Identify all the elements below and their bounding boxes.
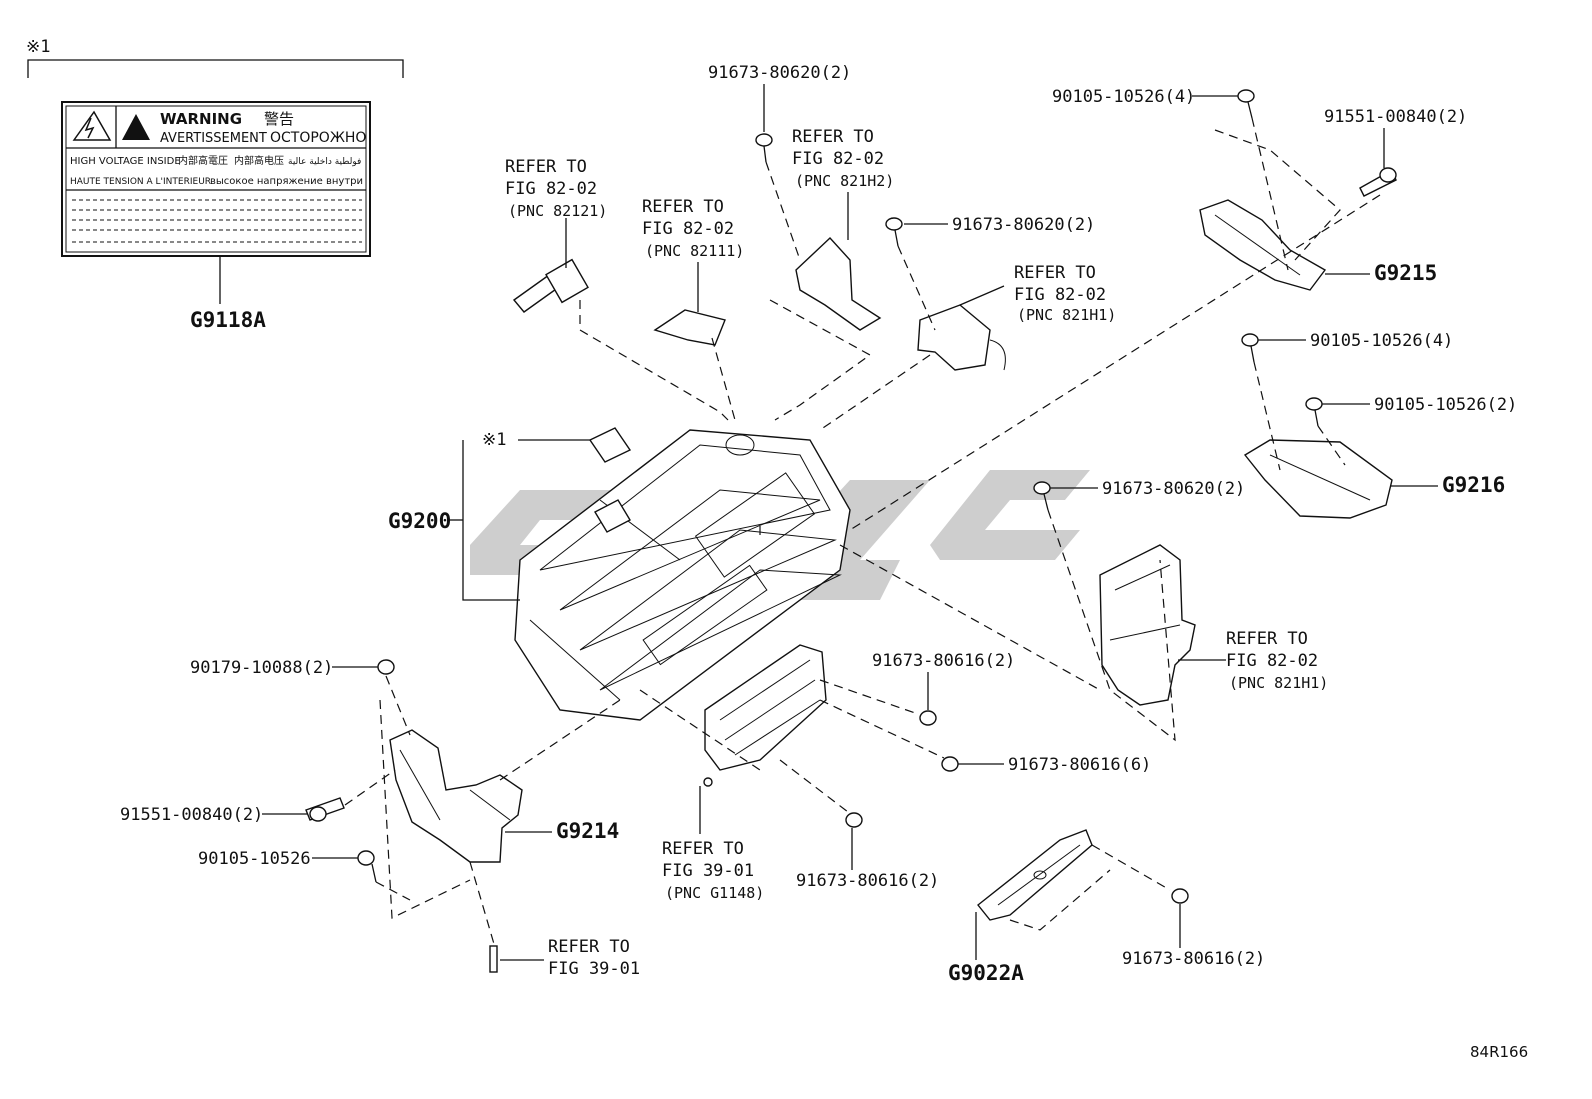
bolt-icon: [755, 133, 773, 147]
part-90105-10526-c: 90105-10526(2): [1374, 395, 1517, 415]
plate-hv-ar: فولطية داخلية عالية: [288, 157, 361, 167]
code-g9118a: G9118A: [190, 308, 266, 332]
ref-g3901-line2: FIG 39-01: [548, 959, 640, 979]
connector-821h1-upper: [885, 217, 1006, 371]
bolt-icon: [845, 812, 863, 828]
bolt-icon: [1171, 888, 1189, 904]
ref-82111-line2: FIG 82-02: [642, 219, 734, 239]
ref-82111-line3: (PNC 82111): [645, 242, 744, 260]
ref-821h1-a-line1: REFER TO: [1014, 263, 1096, 283]
ref-821h2-line2: FIG 82-02: [792, 149, 884, 169]
ref-g1148-line2: FIG 39-01: [662, 861, 754, 881]
code-g9022a: G9022A: [948, 961, 1024, 985]
terminal-board-g1148: [699, 644, 959, 834]
plate-hv-en: HIGH VOLTAGE INSIDE: [70, 156, 181, 167]
ref-82121-line3: (PNC 82121): [508, 202, 607, 220]
plate-warning-fr: AVERTISSEMENT: [160, 131, 267, 146]
code-g9216: G9216: [1442, 473, 1505, 497]
warning-label-plate: WARNING 警告 AVERTISSEMENT ОСТОРОЖНО HIGH …: [61, 101, 371, 304]
part-91673-80616-d: 91673-80616(2): [1122, 949, 1265, 969]
note-mark-inverter: ※1: [482, 430, 506, 450]
part-91673-80620-c: 91673-80620(2): [1102, 479, 1245, 499]
bracket-g9214: [305, 659, 523, 973]
plate-hv-fr: HAUTE TENSION A L'INTERIEUR: [70, 177, 211, 187]
lightning-icon: [84, 117, 95, 139]
ref-821h2-line1: REFER TO: [792, 127, 874, 147]
cover-821h1-lower: [1033, 481, 1196, 706]
code-g9214: G9214: [556, 819, 619, 843]
warning-triangle-icon: [122, 114, 150, 140]
bolt-icon: [1237, 89, 1255, 103]
ref-821h1-b-line2: FIG 82-02: [1226, 651, 1318, 671]
bolt-icon: [377, 659, 395, 675]
bolt-icon: [1033, 481, 1051, 495]
connector-82121: [512, 218, 589, 313]
note-mark: ※1: [26, 37, 50, 57]
ref-821h2-line3: (PNC 821H2): [795, 172, 894, 190]
ref-g3901-line1: REFER TO: [548, 937, 630, 957]
bracket-g9215: [1199, 89, 1397, 291]
ref-82111-line1: REFER TO: [642, 197, 724, 217]
inverter-assembly: [514, 427, 851, 721]
ref-821h1-b-line3: (PNC 821H1): [1229, 674, 1328, 692]
plate-warning-ru: ОСТОРОЖНО: [270, 130, 366, 146]
bolt-icon: [357, 850, 375, 866]
part-91673-80620-a: 91673-80620(2): [708, 63, 851, 83]
ref-821h1-a-line2: FIG 82-02: [1014, 285, 1106, 305]
bolt-icon: [1379, 167, 1397, 183]
note-bracket: ※1: [26, 37, 404, 78]
plate-warning-en: WARNING: [160, 110, 242, 128]
part-90105-10526-d: 90105-10526: [198, 849, 311, 869]
ref-821h1-a-line3: (PNC 821H1): [1017, 306, 1116, 324]
part-90105-10526-b: 90105-10526(4): [1310, 331, 1453, 351]
cover-g9022a: [975, 829, 1189, 960]
part-91551-00840-a: 91551-00840(2): [1324, 107, 1467, 127]
part-91673-80616-c: 91673-80616(2): [796, 871, 939, 891]
part-91673-80616-a: 91673-80616(2): [872, 651, 1015, 671]
part-91673-80616-b: 91673-80616(6): [1008, 755, 1151, 775]
part-91673-80620-b: 91673-80620(2): [952, 215, 1095, 235]
part-90179-10088: 90179-10088(2): [190, 658, 333, 678]
plate-hv-ja: 内部高電圧: [178, 154, 228, 167]
ref-82121-line2: FIG 82-02: [505, 179, 597, 199]
bolt-icon: [941, 756, 959, 772]
ref-821h1-b-line1: REFER TO: [1226, 629, 1308, 649]
part-91551-00840-b: 91551-00840(2): [120, 805, 263, 825]
code-g9200: G9200: [388, 509, 451, 533]
figure-id: 84R166: [1470, 1043, 1528, 1061]
assembly-leader-lines: [344, 117, 1381, 945]
part-90105-10526-a: 90105-10526(4): [1052, 87, 1195, 107]
bolt-icon: [309, 806, 327, 822]
bolt-icon: [919, 710, 937, 726]
ref-g1148-line1: REFER TO: [662, 839, 744, 859]
bracket-g9216: [1241, 333, 1393, 519]
plate-hv-zh: 内部高电压: [234, 154, 284, 167]
plate-hv-ru: высокое напряжение внутри: [210, 176, 363, 187]
connector-821h2: [755, 133, 882, 331]
connector-82111: [653, 262, 726, 346]
bolt-icon: [1305, 397, 1323, 411]
ref-82121-line1: REFER TO: [505, 157, 587, 177]
ref-g1148-line3: (PNC G1148): [665, 884, 764, 902]
bolt-icon: [1241, 333, 1259, 347]
bolt-icon: [885, 217, 903, 231]
code-g9215: G9215: [1374, 261, 1437, 285]
plate-warning-ja: 警告: [264, 110, 294, 128]
